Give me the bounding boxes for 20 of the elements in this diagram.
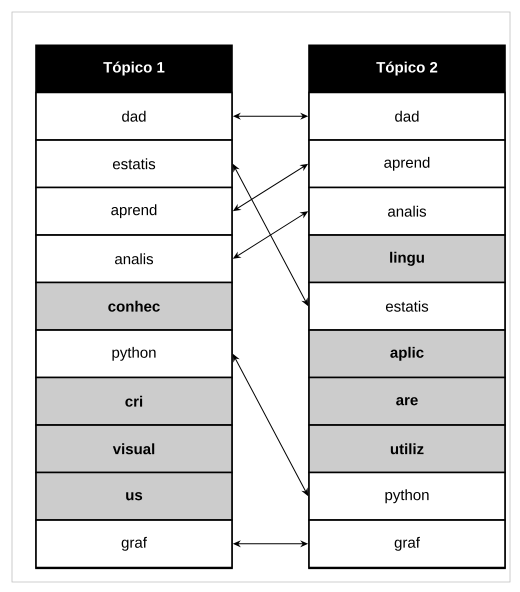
table-cell: conhec	[35, 282, 233, 331]
table-cell: visual	[35, 424, 233, 474]
table-cell: analis	[308, 186, 506, 236]
table-cell: us	[35, 472, 233, 521]
table-cell: cri	[35, 376, 233, 426]
table-cell: utiliz	[308, 424, 506, 474]
table-cell: python	[35, 329, 233, 378]
table-cell: lingu	[308, 234, 506, 284]
table-cell: are	[308, 376, 506, 426]
table-cell: dad	[308, 92, 506, 141]
table-cell: graf	[308, 519, 506, 568]
table-cell: python	[308, 472, 506, 521]
table-cell: analis	[35, 234, 233, 284]
table-cell: estatis	[308, 282, 506, 331]
table-cell: estatis	[35, 139, 233, 188]
table-cell: aprend	[35, 186, 233, 236]
table-cell: dad	[35, 92, 233, 141]
table-cell: aprend	[308, 139, 506, 188]
table-cell: aplic	[308, 329, 506, 378]
table-cell: graf	[35, 519, 233, 568]
